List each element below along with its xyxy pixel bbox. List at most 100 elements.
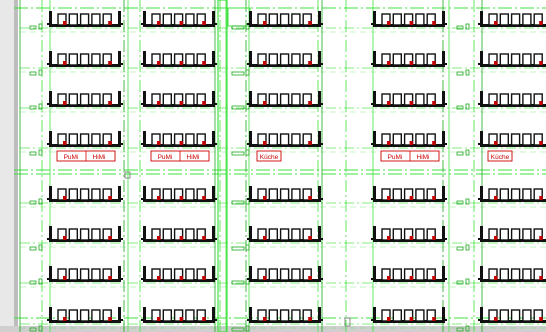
seat-marker xyxy=(202,101,206,105)
seat-marker xyxy=(387,101,391,105)
seat-marker xyxy=(308,101,312,105)
bench-armrest xyxy=(118,11,121,27)
bench-seat xyxy=(268,188,278,201)
room-label-text: Küche xyxy=(491,154,510,161)
bench-rail-end xyxy=(119,103,123,105)
bench-seat xyxy=(291,53,301,66)
bench-seat xyxy=(291,188,301,201)
bench-rail-end xyxy=(247,319,251,321)
fixture-symbol xyxy=(465,23,470,30)
bench-armrest xyxy=(442,266,445,282)
bench-seat xyxy=(426,188,436,201)
bench-seat xyxy=(533,53,543,66)
bench-seat xyxy=(499,188,509,201)
bench-seat xyxy=(499,268,509,281)
seat-marker xyxy=(387,317,391,321)
fixture-symbol xyxy=(38,198,43,205)
bench-rail-end xyxy=(319,103,323,105)
bench-rail-end xyxy=(213,103,217,105)
seat-marker xyxy=(432,236,436,240)
bench-seat xyxy=(426,53,436,66)
bench xyxy=(371,11,447,27)
seat-marker xyxy=(432,101,436,105)
seat-marker xyxy=(308,21,312,25)
bench-seat xyxy=(57,13,67,26)
bench-seat xyxy=(415,228,425,241)
bench-rail-end xyxy=(213,143,217,145)
fixture-symbol xyxy=(29,200,37,205)
fixture-symbol xyxy=(465,325,470,332)
bench-seat xyxy=(68,268,79,281)
seat-marker xyxy=(179,101,184,105)
bench xyxy=(247,307,323,323)
bench-rail-end xyxy=(478,198,482,200)
bench-rail-end xyxy=(213,23,217,25)
fixture-symbol xyxy=(38,244,43,251)
fixture-symbol xyxy=(245,69,250,76)
bench-rows xyxy=(47,11,546,323)
seat-marker xyxy=(63,61,67,65)
fixture-symbol xyxy=(245,244,250,251)
bench xyxy=(247,11,323,27)
bench-seat xyxy=(151,13,161,26)
fixture-symbol xyxy=(38,103,43,110)
bench-rail-end xyxy=(371,103,375,105)
bench-rail-end xyxy=(213,63,217,65)
bench-seat xyxy=(268,268,278,281)
fixture-symbol xyxy=(231,105,245,110)
seat-marker xyxy=(409,196,414,200)
seat-marker xyxy=(432,21,436,25)
bench-seat xyxy=(381,13,391,26)
bench-seat xyxy=(91,93,101,106)
bench-seat xyxy=(499,13,509,26)
seat-marker xyxy=(494,61,498,65)
bench-seat xyxy=(79,268,90,281)
bench xyxy=(371,307,447,323)
seat-marker xyxy=(263,196,267,200)
bench-armrest xyxy=(480,131,483,147)
bench-armrest xyxy=(373,11,376,27)
bench-seat xyxy=(151,228,161,241)
seat-marker xyxy=(387,196,391,200)
bench-seat xyxy=(510,268,521,281)
bench-seat xyxy=(302,188,312,201)
bench-seat xyxy=(510,133,521,146)
bench-seat xyxy=(91,188,101,201)
bench-seat xyxy=(403,53,414,66)
bench-rail-end xyxy=(247,238,251,240)
seat-marker xyxy=(409,61,414,65)
bench-seat xyxy=(392,53,402,66)
fixture-symbol xyxy=(245,325,250,332)
fixture-symbol xyxy=(456,246,464,251)
bench-seat xyxy=(257,53,267,66)
bench-armrest xyxy=(480,226,483,242)
bench xyxy=(47,186,123,202)
bench xyxy=(371,91,447,107)
bench-seat xyxy=(279,53,290,66)
bench-seat xyxy=(57,93,67,106)
bench-armrest xyxy=(212,11,215,27)
fixture-symbols xyxy=(29,23,470,332)
bench xyxy=(247,51,323,67)
bench-seat xyxy=(151,93,161,106)
bench-seat xyxy=(79,133,90,146)
seat-marker xyxy=(409,317,414,321)
bench-seat xyxy=(426,93,436,106)
bench-seat xyxy=(257,309,267,322)
seat-marker xyxy=(308,61,312,65)
bench xyxy=(371,186,447,202)
seat-marker xyxy=(108,196,112,200)
bench-armrest xyxy=(442,11,445,27)
bench-seat xyxy=(257,133,267,146)
seat-marker xyxy=(63,317,67,321)
bench-armrest xyxy=(143,186,146,202)
bench-seat xyxy=(279,133,290,146)
bench-seat xyxy=(102,188,112,201)
bench-rail-end xyxy=(213,238,217,240)
bench-armrest xyxy=(118,266,121,282)
bench-seat xyxy=(522,268,532,281)
bench-seat xyxy=(268,53,278,66)
bench-seat xyxy=(162,133,173,146)
bench xyxy=(247,91,323,107)
